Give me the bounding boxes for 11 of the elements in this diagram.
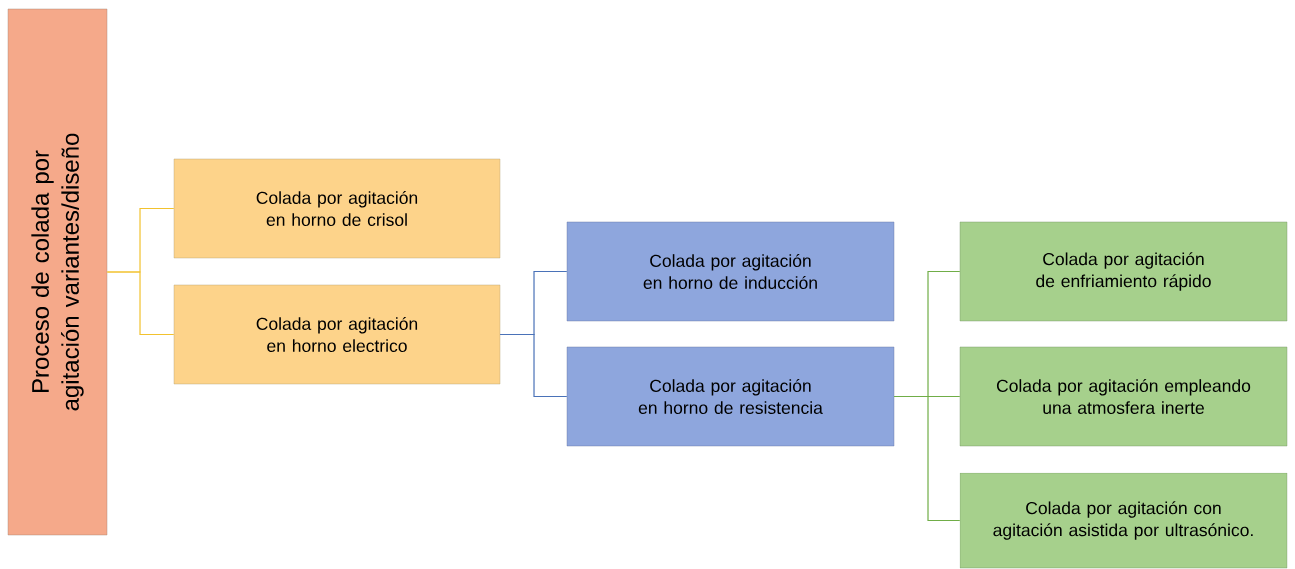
- process-box: Colada por agitación empleando una atmosfera inerte: [959, 346, 1288, 447]
- process-box: Colada por agitación en horno de resistencia: [566, 346, 895, 447]
- process-box: Colada por agitación de enfriamiento rápido: [959, 221, 1288, 322]
- process-box: Colada por agitación en horno de crisol: [173, 158, 501, 259]
- process-box: Colada por agitación con agitación asistida por ultrasónico.: [959, 472, 1288, 569]
- process-box: Colada por agitación en horno de inducción: [566, 221, 895, 322]
- process-box: Proceso de colada por agitación variantes/diseño: [7, 8, 108, 536]
- connector: [893, 395, 961, 522]
- connector: [106, 271, 175, 336]
- process-box: Colada por agitación en horno electrico: [173, 284, 501, 385]
- connector: [499, 333, 568, 398]
